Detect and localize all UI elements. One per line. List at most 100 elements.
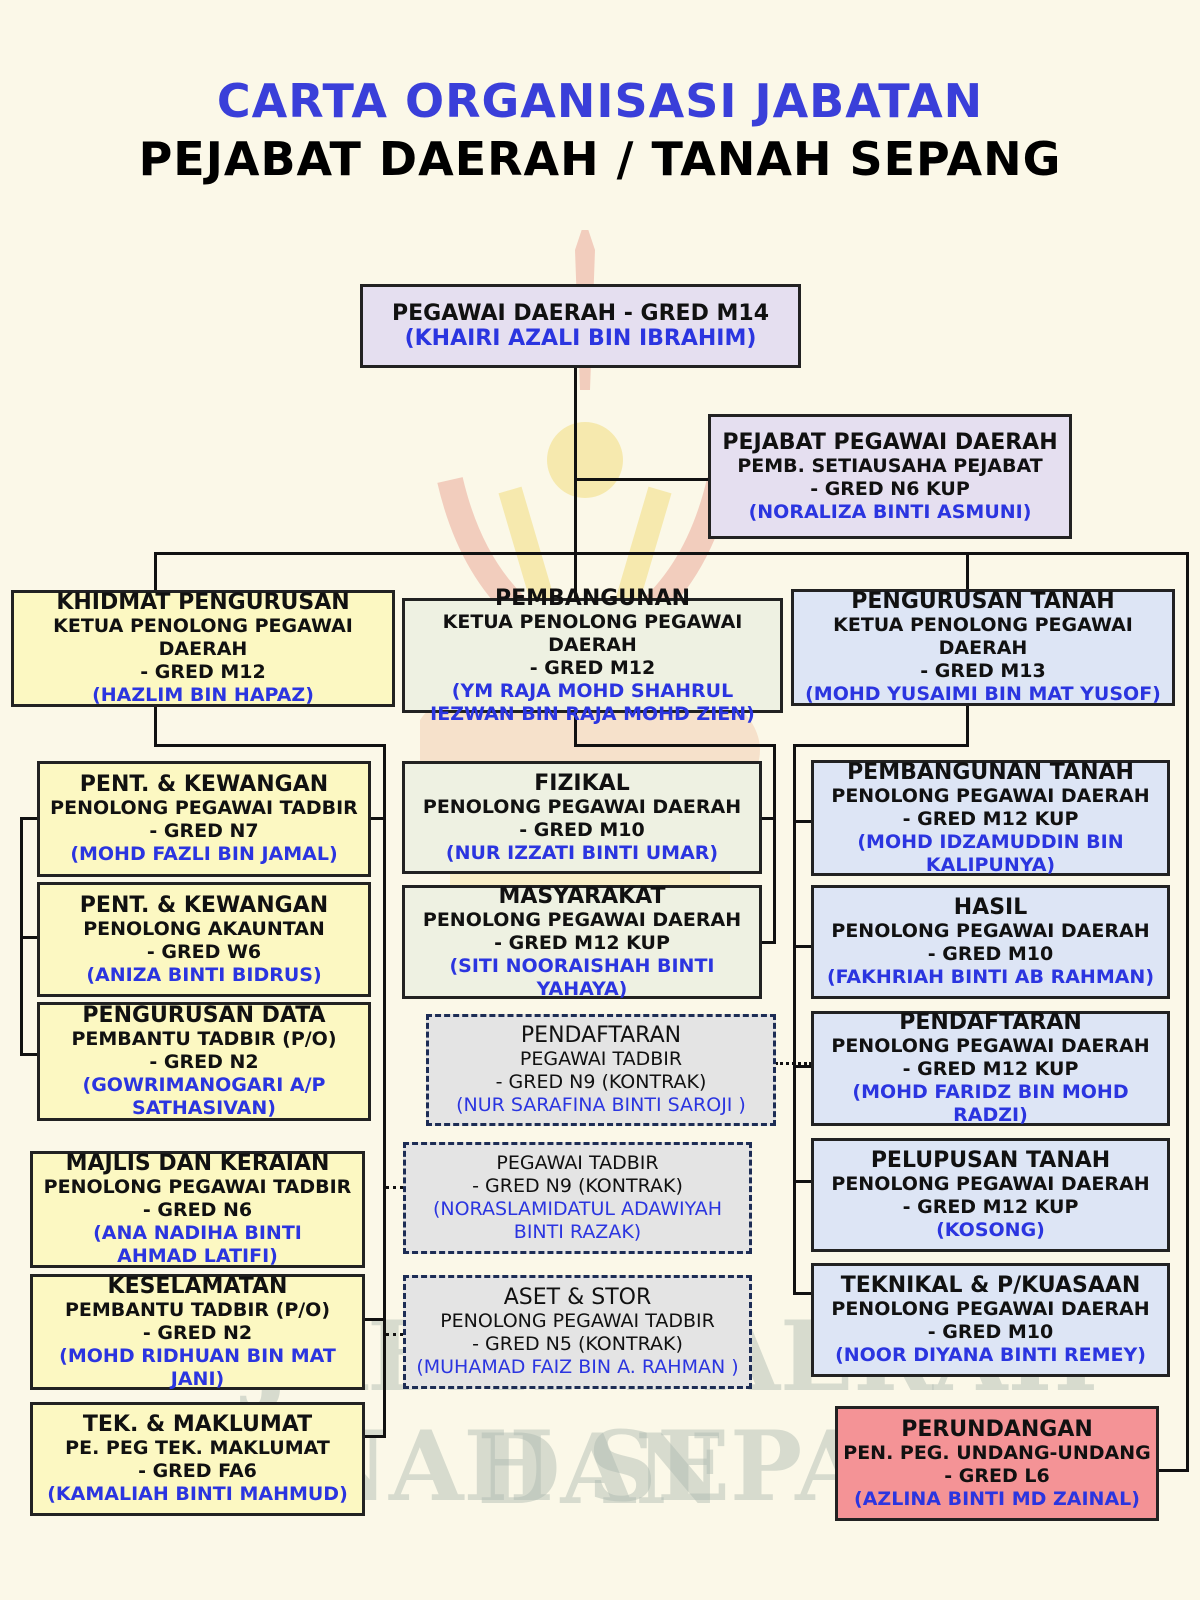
contract-unit-3-name: (MUHAMAD FAIZ BIN A. RAHMAN ) — [416, 1356, 739, 1378]
left-unit-2: PENT. & KEWANGAN PENOLONG AKAUNTAN - GRE… — [37, 882, 371, 997]
division-pembangunan: PEMBANGUNAN KETUA PENOLONG PEGAWAI DAERA… — [402, 586, 783, 725]
right-unit-1-grade: - GRED M12 KUP — [902, 807, 1079, 830]
center-unit-1: FIZIKAL PENOLONG PEGAWAI DAERAH - GRED M… — [402, 761, 762, 874]
secretary-name: (NORALIZA BINTI ASMUNI) — [748, 500, 1032, 523]
right-unit-5-grade: - GRED M10 — [927, 1321, 1054, 1343]
left-unit-6-post: PE. PEG TEK. MAKLUMAT — [65, 1437, 330, 1459]
right-unit-2-grade: - GRED M10 — [927, 943, 1054, 965]
contract-unit-2: PEGAWAI TADBIR - GRED N9 (KONTRAK) (NORA… — [403, 1142, 752, 1254]
secretary-grade: - GRED N6 KUP — [810, 477, 970, 500]
left-unit-2-post: PENOLONG AKAUNTAN — [83, 917, 325, 940]
connector-khidmat-down — [154, 705, 157, 747]
connector-head-trunk — [574, 366, 577, 610]
division-khidmat-title: KHIDMAT PENGURUSAN — [56, 590, 350, 615]
left-unit-3-name: (GOWRIMANOGARI A/P SATHASIVAN) — [82, 1074, 326, 1119]
connector-right-3 — [793, 1065, 813, 1068]
connector-right-trunk — [793, 744, 796, 1295]
left-unit-2-name: (ANIZA BINTI BIDRUS) — [86, 963, 322, 986]
left-unit-5-name: (MOHD RIDHUAN BIN MAT JANI) — [59, 1344, 336, 1390]
division-tanah-grade: - GRED M13 — [920, 660, 1046, 682]
connector-center-2 — [760, 941, 776, 944]
connector-center-1 — [760, 817, 776, 820]
center-unit-2-name: (SITI NOORAISHAH BINTI YAHAYA) — [449, 954, 715, 1000]
right-unit-3-title: PENDAFTARAN — [899, 1010, 1082, 1035]
right-unit-2-post: PENOLONG PEGAWAI DAERAH — [831, 920, 1150, 942]
connector-left-6 — [364, 1435, 386, 1438]
right-unit-4-title: PELUPUSAN TANAH — [870, 1148, 1111, 1173]
contract-unit-2-grade: - GRED N9 (KONTRAK) — [472, 1175, 683, 1197]
legal-title: PERUNDANGAN — [901, 1416, 1093, 1442]
left-unit-3-title: PENGURUSAN DATA — [82, 1003, 326, 1028]
right-unit-2: HASIL PENOLONG PEGAWAI DAERAH - GRED M10… — [811, 885, 1170, 999]
connector-right-edge — [1186, 552, 1189, 1472]
left-unit-3: PENGURUSAN DATA PEMBANTU TADBIR (P/O) - … — [37, 1002, 371, 1121]
division-pembangunan-name: (YM RAJA MOHD SHAHRUL IEZWAN BIN RAJA MO… — [430, 679, 755, 725]
contract-unit-1-post: PEGAWAI TADBIR — [519, 1048, 683, 1070]
legal-grade: - GRED L6 — [944, 1464, 1050, 1487]
contract-unit-3-title: ASET & STOR — [503, 1285, 652, 1310]
right-unit-1-title: PEMBANGUNAN TANAH — [847, 759, 1134, 785]
connector-dotted-pendaftaran — [775, 1062, 812, 1065]
right-unit-1: PEMBANGUNAN TANAH PENOLONG PEGAWAI DAERA… — [811, 760, 1170, 876]
division-tanah: PENGURUSAN TANAH KETUA PENOLONG PEGAWAI … — [791, 589, 1175, 706]
left-unit-5: KESELAMATAN PEMBANTU TADBIR (P/O) - GRED… — [30, 1274, 365, 1390]
division-khidmat-post: KETUA PENOLONG PEGAWAI DAERAH — [53, 615, 353, 660]
right-unit-3-post: PENOLONG PEGAWAI DAERAH — [831, 1035, 1150, 1057]
contract-unit-1-name: (NUR SARAFINA BINTI SAROJI ) — [456, 1094, 746, 1116]
left-unit-5-post: PEMBANTU TADBIR (P/O) — [64, 1298, 331, 1321]
contract-unit-2-name: (NORASLAMIDATUL ADAWIYAH BINTI RAZAK) — [432, 1198, 723, 1243]
left-unit-4-title: MAJLIS DAN KERAIAN — [65, 1151, 330, 1176]
right-unit-4-grade: - GRED M12 KUP — [902, 1196, 1079, 1218]
legal-name: (AZLINA BINTI MD ZAINAL) — [854, 1487, 1140, 1510]
connector-secretary — [574, 478, 710, 481]
connector-dotted-aset — [386, 1333, 403, 1336]
right-unit-4-name: (KOSONG) — [936, 1219, 1045, 1241]
chart-title: CARTA ORGANISASI JABATAN — [216, 74, 984, 128]
connector-left-5 — [364, 1318, 386, 1321]
left-unit-1-grade: - GRED N7 — [149, 820, 259, 842]
right-unit-2-title: HASIL — [953, 895, 1028, 920]
center-unit-1-grade: - GRED M10 — [519, 818, 645, 841]
division-pembangunan-title: PEMBANGUNAN — [494, 585, 691, 611]
right-unit-3-name: (MOHD FARIDZ BIN MOHD RADZI) — [852, 1081, 1129, 1126]
contract-unit-2-post: PEGAWAI TADBIR — [496, 1152, 659, 1174]
connector-tanah-down — [966, 705, 969, 747]
right-unit-5-title: TEKNIKAL & P/KUASAAN — [840, 1273, 1141, 1298]
contract-unit-1-title: PENDAFTARAN — [520, 1023, 682, 1048]
connector-tanah — [966, 552, 969, 592]
connector-right-4 — [793, 1180, 813, 1183]
right-unit-3: PENDAFTARAN PENOLONG PEGAWAI DAERAH - GR… — [811, 1010, 1170, 1126]
left-unit-3-grade: - GRED N2 — [149, 1051, 259, 1073]
connector-pemb-bar — [574, 744, 776, 747]
legal-post: PEN. PEG. UNDANG-UNDANG — [843, 1441, 1151, 1464]
division-tanah-post: KETUA PENOLONG PEGAWAI DAERAH — [833, 614, 1133, 659]
connector-left-sub-2 — [20, 936, 39, 939]
chart-subtitle: PEJABAT DAERAH / TANAH SEPANG — [138, 132, 1062, 186]
left-unit-1-title: PENT. & KEWANGAN — [79, 772, 329, 797]
legal-box: PERUNDANGAN PEN. PEG. UNDANG-UNDANG - GR… — [835, 1406, 1159, 1521]
left-unit-4-name: (ANA NADIHA BINTI AHMAD LATIFI) — [93, 1222, 302, 1267]
center-unit-2-grade: - GRED M12 KUP — [494, 931, 670, 954]
center-unit-1-title: FIZIKAL — [534, 770, 630, 796]
contract-unit-3-post: PENOLONG PEGAWAI TADBIR — [440, 1310, 715, 1332]
right-unit-5-post: PENOLONG PEGAWAI DAERAH — [831, 1298, 1150, 1320]
center-unit-2-post: PENOLONG PEGAWAI DAERAH — [422, 908, 742, 931]
division-tanah-title: PENGURUSAN TANAH — [851, 589, 1115, 614]
left-unit-5-grade: - GRED N2 — [142, 1321, 253, 1344]
connector-left-sub-1 — [20, 817, 39, 820]
division-pembangunan-post: KETUA PENOLONG PEGAWAI DAERAH — [442, 610, 743, 656]
division-khidmat-grade: - GRED M12 — [140, 661, 266, 683]
head-title: PEGAWAI DAERAH - GRED M14 — [392, 301, 769, 326]
secretary-box: PEJABAT PEGAWAI DAERAH PEMB. SETIAUSAHA … — [708, 414, 1072, 539]
connector-left-trunk — [383, 744, 386, 1438]
connector-division-bar — [154, 552, 1189, 555]
contract-unit-3: ASET & STOR PENOLONG PEGAWAI TADBIR - GR… — [403, 1275, 752, 1389]
center-unit-1-post: PENOLONG PEGAWAI DAERAH — [422, 795, 742, 818]
left-unit-6-title: TEK. & MAKLUMAT — [82, 1412, 313, 1437]
connector-left-1 — [369, 817, 386, 820]
connector-left-sub-3 — [20, 1053, 39, 1056]
right-unit-5-name: (NOOR DIYANA BINTI REMEY) — [835, 1344, 1146, 1366]
right-unit-1-post: PENOLONG PEGAWAI DAERAH — [831, 784, 1150, 807]
head-name: (KHAIRI AZALI BIN IBRAHIM) — [404, 326, 757, 351]
left-unit-4: MAJLIS DAN KERAIAN PENOLONG PEGAWAI TADB… — [30, 1151, 365, 1268]
